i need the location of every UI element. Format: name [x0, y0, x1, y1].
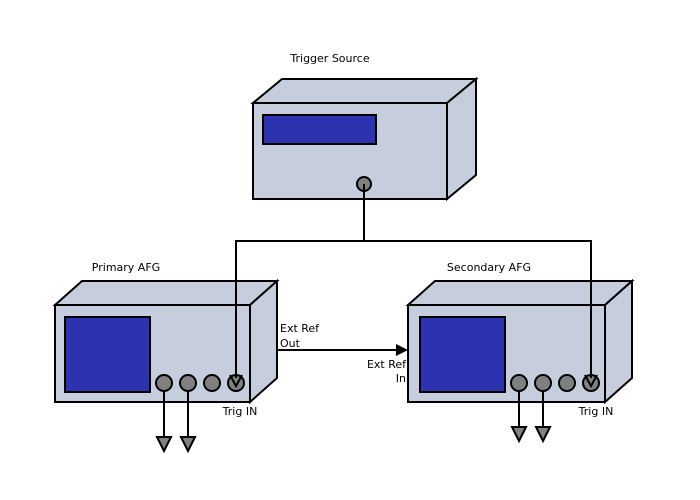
primary-output-arrows: [155, 391, 197, 454]
primary-output2-arrowhead: [179, 436, 197, 454]
primary-trig-in-label: Trig IN: [222, 405, 258, 418]
primary-afg-output1-connector: [155, 374, 173, 392]
secondary-afg-screen: [419, 316, 506, 393]
trigger-source-screen: [262, 114, 377, 145]
trigger-wiring: [229, 184, 598, 389]
labels: Trigger Source Primary AFG Secondary AFG…: [92, 52, 614, 418]
primary-afg-aux-connector: [203, 374, 221, 392]
secondary-afg-output1-connector: [510, 374, 528, 392]
primary-afg-device: [52, 278, 280, 405]
ext-ref-out-label-line1: Ext Ref: [280, 322, 320, 335]
secondary-trig-in-label: Trig IN: [578, 405, 614, 418]
primary-afg-top-face: [52, 280, 280, 306]
secondary-afg-output2-connector: [534, 374, 552, 392]
ext-ref-in-label-line2: In: [396, 372, 406, 385]
secondary-output1-arrowhead: [510, 426, 528, 444]
trigger-source-top-face: [250, 78, 479, 104]
secondary-output2-arrowhead: [534, 426, 552, 444]
primary-afg-label: Primary AFG: [92, 261, 160, 274]
ext-ref-in-label-line1: Ext Ref: [367, 358, 407, 371]
primary-output1-arrowhead: [155, 436, 173, 454]
trigger-source-label: Trigger Source: [289, 52, 369, 65]
secondary-afg-label: Secondary AFG: [447, 261, 531, 274]
secondary-afg-device: [405, 278, 635, 405]
secondary-afg-top-face: [405, 280, 635, 306]
secondary-output-arrows: [510, 391, 552, 444]
ext-ref-out-label-line2: Out: [280, 337, 301, 350]
ext-ref-wiring: [277, 344, 408, 356]
trigger-source-device: [250, 76, 479, 202]
secondary-afg-aux-connector: [558, 374, 576, 392]
primary-afg-screen: [64, 316, 151, 393]
ext-ref-in-arrowhead: [396, 344, 408, 356]
primary-afg-output2-connector: [179, 374, 197, 392]
primary-trig-in-arrowhead: [229, 374, 243, 389]
secondary-trig-in-arrowhead: [584, 374, 598, 389]
